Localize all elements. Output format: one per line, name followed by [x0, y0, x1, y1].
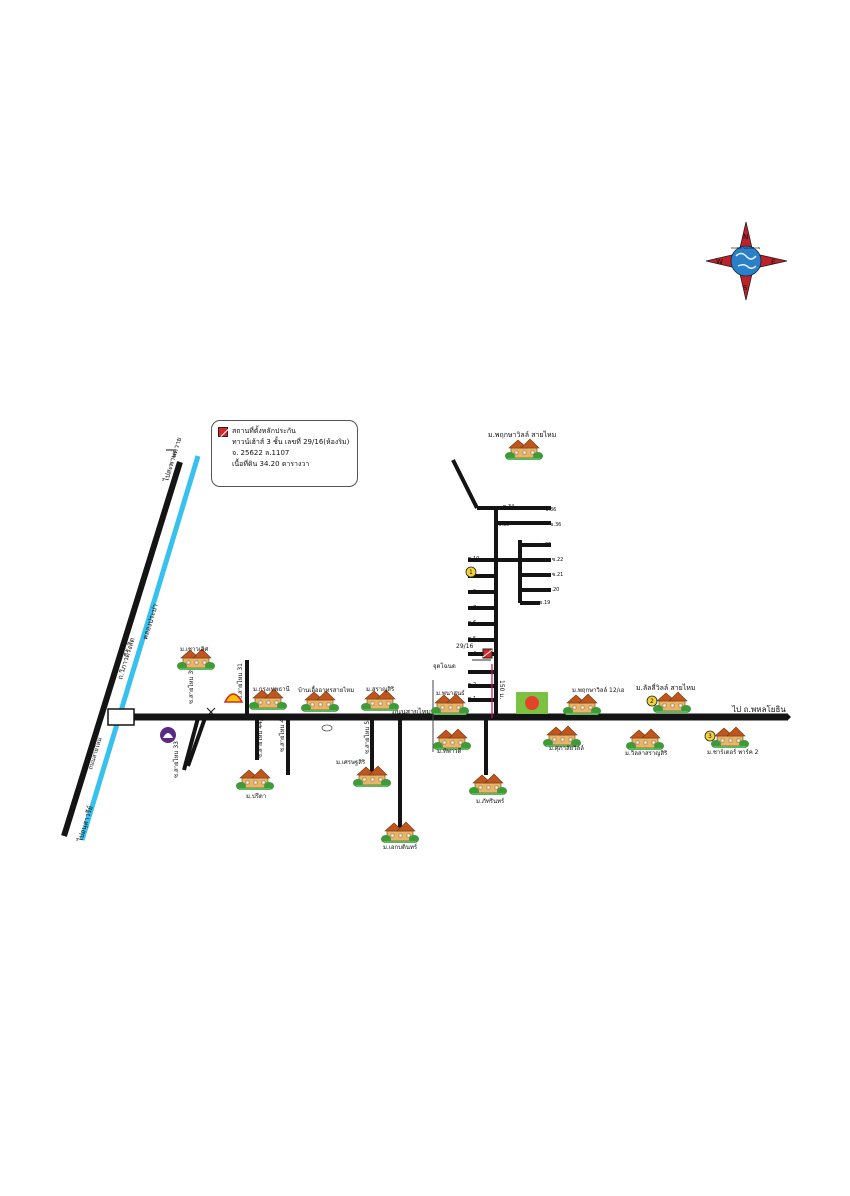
village-label: ม.ชาร์เตอร์ พาร์ค 2: [707, 748, 759, 756]
village-label: ม.ภัทรินทร์: [476, 797, 505, 805]
soi-label: ซ.36: [550, 522, 561, 528]
compass-s: S: [743, 284, 748, 292]
crossing-icon: [206, 707, 216, 717]
house-number-label: 29/16: [456, 643, 473, 650]
village-label: ม.ปรีดา: [246, 792, 266, 800]
village-label: ม.กรุงเทพธานี: [253, 685, 290, 693]
soi-label: ซ.5: [468, 636, 476, 642]
village-label: ม.สราญสิริ: [366, 686, 395, 693]
legend-title: สถานที่ตั้งหลักประกัน: [232, 427, 296, 435]
subject-label: จุดโฉนด: [433, 662, 456, 670]
soi-label: ซ.36: [545, 507, 556, 513]
compass-globe-text: WORLD VALUATION: [731, 246, 760, 250]
svg-text:2: 2: [650, 698, 654, 705]
soi-label: ซ.1: [468, 696, 476, 702]
village-label: ม.พนาสนธ์: [436, 689, 465, 697]
village-label: ม.วิลล่าสราญสิริ: [625, 750, 668, 757]
hospital-icon: [160, 727, 176, 743]
main-road-label: ถนนสายไหม: [392, 707, 431, 716]
marker-1: 1: [465, 566, 477, 578]
soi-label: ซ.35: [498, 522, 509, 528]
to-east-label: ไป ถ.พหลโยธิน: [731, 704, 786, 714]
distance-label: 150 ม.: [498, 680, 505, 699]
soi-label: ซ.3: [468, 670, 476, 676]
soi-label: ซ.10: [468, 556, 479, 562]
soi-label: ซ.2: [468, 682, 476, 688]
soi-name-label: ซ.สายไหม 39: [187, 667, 195, 704]
soi-name-label: ซ.สายไหม 48: [278, 715, 286, 752]
svg-text:1: 1: [469, 569, 473, 576]
village-label: ม.พฤกษาวิลล์ 12/เอ: [572, 686, 625, 694]
village-icons: [176, 438, 750, 844]
soi-label: ซ.4: [468, 651, 476, 657]
soi-name-label: ซ.สายไหม 33: [172, 741, 180, 778]
shopping-mall-icon: [516, 692, 548, 714]
compass-n: N: [743, 233, 748, 241]
legend-line-2: จ. 25622 ล.1107: [232, 449, 290, 457]
soi-label: ซ.23: [486, 574, 497, 580]
soi-label: ซ.25: [540, 542, 551, 548]
soi-label: ซ.20: [548, 587, 559, 593]
soi-label: ซ.34: [503, 504, 514, 510]
village-label: ม.ศุภาลัยวิลล์: [549, 744, 584, 752]
soi-name-label: ซ.สายไหม 54: [363, 717, 371, 754]
globe-icon: [730, 245, 762, 277]
marker-2: 2: [646, 695, 658, 707]
side-streets: [182, 459, 551, 828]
village-label: ม.เชาวเลิศ: [180, 646, 208, 653]
canal-label: คลองประปา: [141, 603, 159, 641]
compass-rose: N S W E WORLD VALUATION: [705, 221, 788, 301]
soi-name-label: ซ.สายไหม 44/1: [256, 715, 264, 758]
legend-line-1: ทาวน์เฮ้าส์ 3 ชั้น เลขที่ 29/16(ห้องริม): [232, 438, 350, 446]
compass-e: E: [771, 258, 775, 266]
traffic-circle-icon: [321, 724, 333, 732]
village-label: ม.ลัลลี่วิลล์ สายไหม: [636, 683, 696, 692]
compass-w: W: [716, 258, 723, 266]
marker-3: 3: [704, 730, 716, 742]
bridge: [107, 708, 135, 726]
svg-text:3: 3: [708, 733, 712, 740]
village-label: ม.ทิพาวดี: [437, 747, 462, 755]
soi-label: ซ.19: [539, 600, 550, 606]
village-label: บ้านเอื้ออาทรสายไหม: [298, 684, 354, 694]
to-south-label: ไปอนุสาวรีย์: [75, 805, 95, 844]
village-label: ม.เอกบดินทร์: [383, 843, 418, 851]
soi-label: ซ.6: [468, 620, 476, 626]
village-label: ม.เศรษฐสิริ: [336, 759, 366, 766]
soi-name-label: ซ.สายไหม 31: [236, 663, 244, 700]
soi-label: ซ.21: [552, 572, 563, 578]
soi-label: ซ.9: [468, 589, 476, 595]
shell-station-icon: [223, 693, 244, 703]
village-label: ม.พฤกษาวิลล์ สายไหม: [488, 430, 556, 439]
subject-property-icon: [218, 426, 228, 437]
soi-label: ซ.7: [468, 605, 476, 611]
to-north-label: ไปสะพานควาย: [161, 436, 183, 484]
soi-label: ซ.22: [552, 557, 563, 563]
canal: [79, 455, 201, 841]
legend-line-3: เนื้อที่ดิน 34.20 ตารางวา: [232, 460, 310, 468]
vibhavadi-highway: [61, 461, 183, 837]
legend-box: สถานที่ตั้งหลักประกัน ทาวน์เฮ้าส์ 3 ชั้น…: [211, 420, 358, 487]
